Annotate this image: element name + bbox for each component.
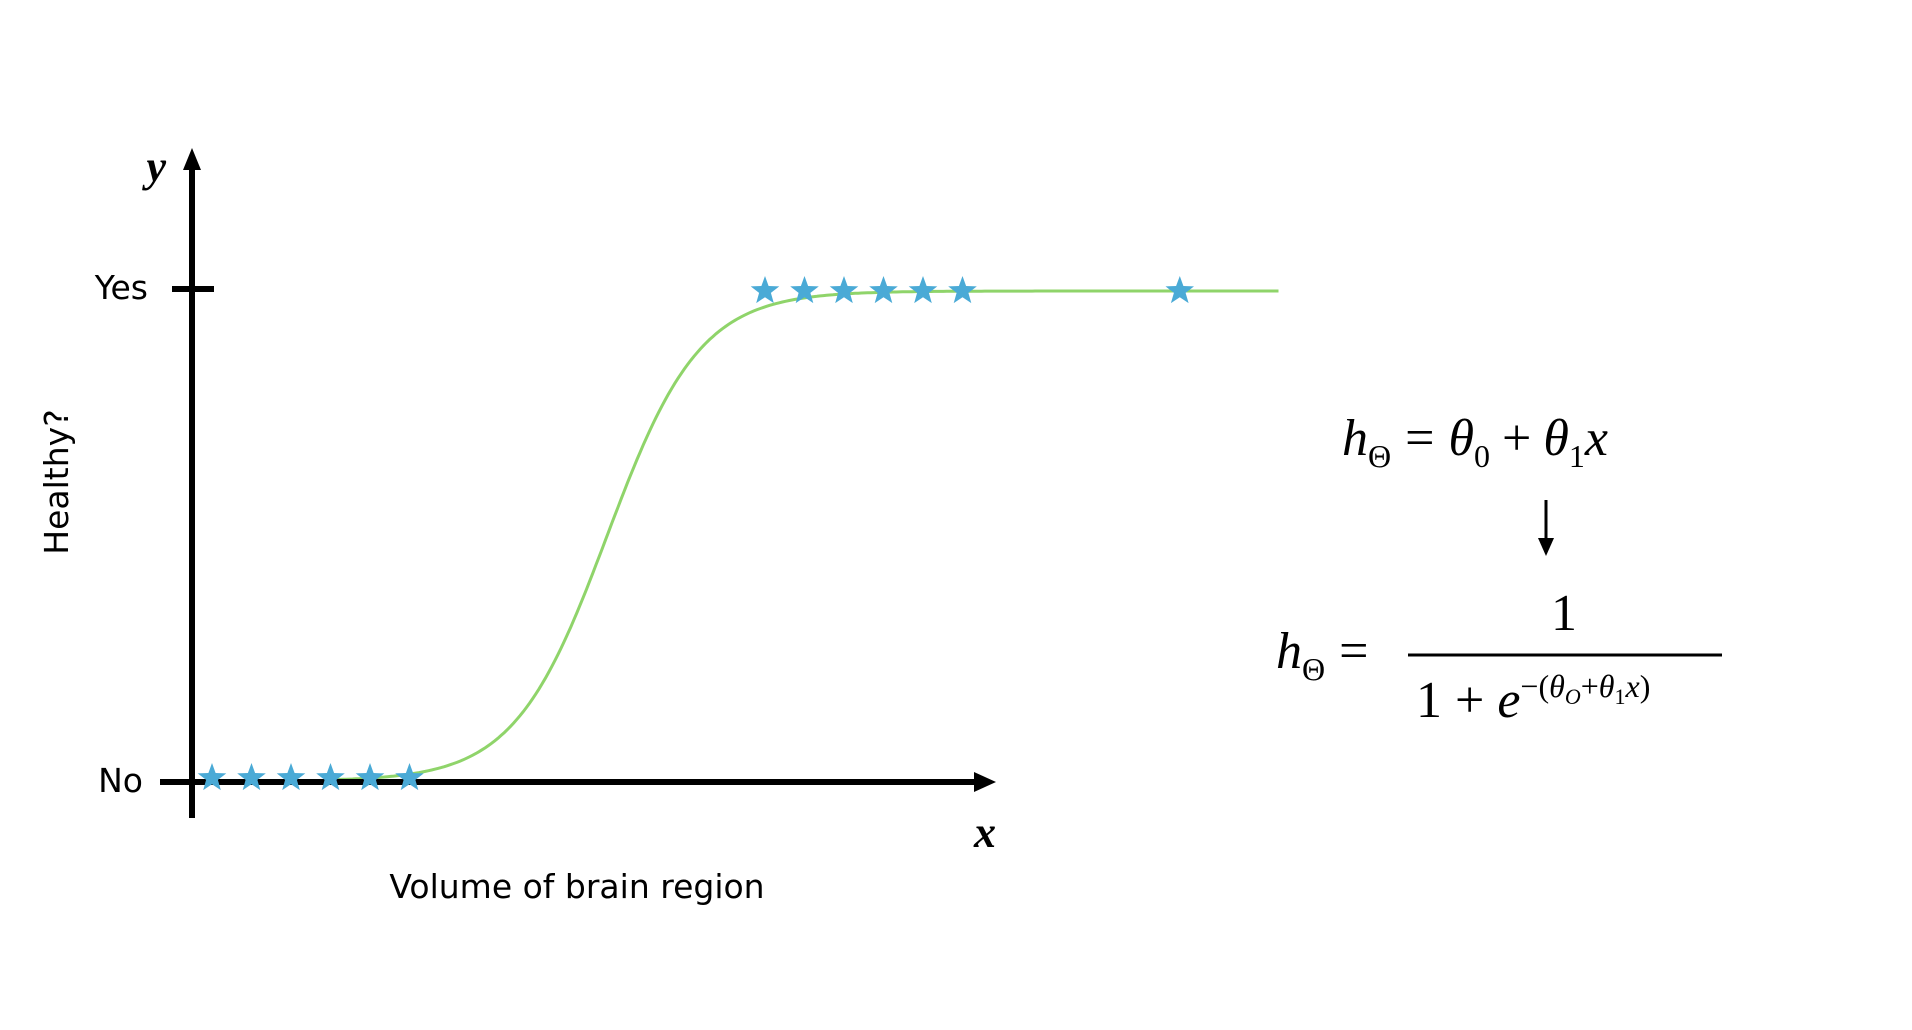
eq2-exp-x: x [1625,668,1640,704]
eq2-h: h [1276,623,1302,680]
eq2-denominator-one-plus: 1 + [1416,672,1497,729]
y-axis-label: Healthy? [37,409,76,554]
data-point-yes [908,276,938,304]
eq1-equals: = [1405,410,1434,467]
data-point-no [355,763,385,791]
x-axis-symbol: x [973,808,996,857]
eq1-plus: + [1502,410,1531,467]
eq1-theta0: θ [1448,410,1474,467]
y-axis [183,148,201,818]
eq1-theta0-subscript: 0 [1474,438,1490,474]
data-markers [197,276,1194,791]
data-point-no [197,763,227,791]
eq1-h-subscript: Θ [1368,438,1391,474]
eq1-x: x [1584,410,1608,467]
down-arrow-icon [1538,500,1554,556]
x-axis-arrowhead [974,772,996,792]
eq2-numerator: 1 [1551,585,1577,642]
eq1-theta1: θ [1543,410,1569,467]
tick-label-yes: Yes [94,268,148,307]
y-axis-arrowhead [183,148,201,170]
data-point-yes [790,276,819,304]
data-point-yes [750,276,780,304]
x-axis-label: Volume of brain region [389,867,764,906]
data-point-no [276,763,306,791]
eq2-h-subscript: Θ [1302,651,1325,687]
eq2-exp-close: ) [1640,668,1651,704]
eq2-denominator: 1 + e−(θO+θ1x) [1416,668,1650,729]
eq2-exp-theta0: θ [1549,668,1565,704]
eq1-theta1-subscript: 1 [1569,438,1585,474]
eq2-exp-plus: + [1581,668,1599,704]
data-point-no [395,763,424,791]
data-point-yes [829,276,859,304]
data-point-no [237,763,266,791]
y-axis-symbol: y [141,142,166,191]
eq2-exp-theta1: θ [1599,668,1615,704]
tick-label-no: No [98,761,143,800]
logistic-equation-lhs: hΘ = [1276,623,1368,687]
eq2-exp-theta0-subscript: O [1565,684,1581,709]
eq2-exp-open: −( [1520,668,1549,704]
linear-equation: hΘ=θ0+θ1x [1342,410,1608,474]
data-point-yes [869,276,898,304]
eq2-equals: = [1339,623,1368,680]
data-point-yes [1165,276,1194,304]
eq2-e: e [1497,672,1520,729]
sigmoid-curve [330,289,1279,782]
data-point-no [316,763,345,791]
data-point-yes [948,276,977,304]
eq1-h: h [1342,410,1368,467]
eq2-exp-theta1-subscript: 1 [1615,684,1626,709]
